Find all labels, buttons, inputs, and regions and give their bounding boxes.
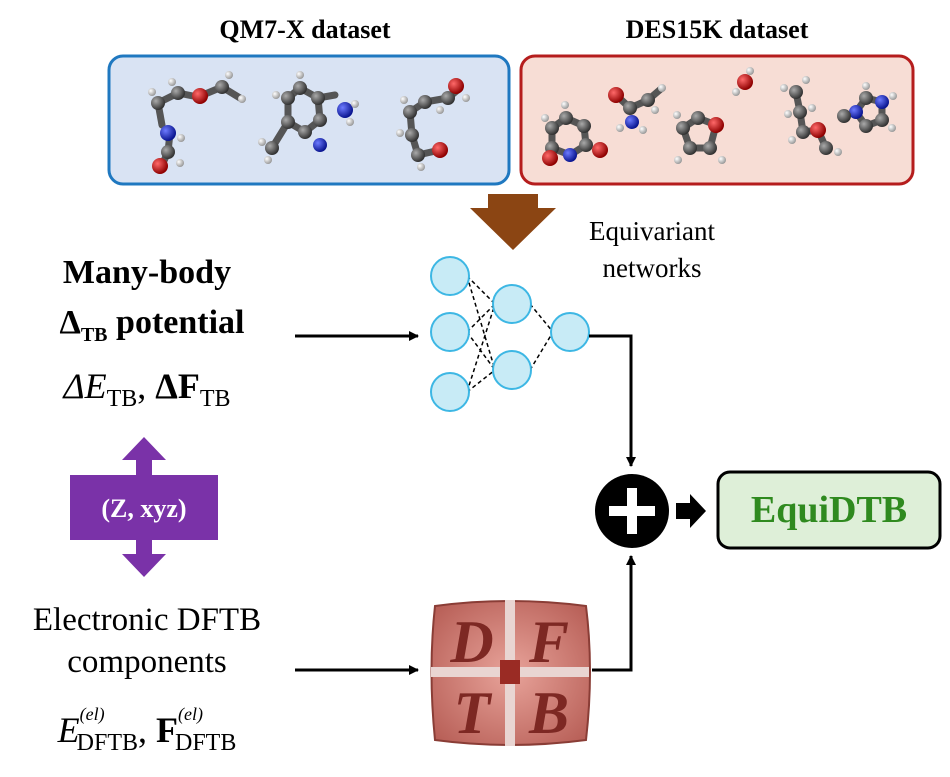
qm7x-title: QM7-X dataset — [219, 15, 390, 44]
input-double-arrow — [70, 437, 218, 577]
qm7x-molecule-2 — [258, 71, 359, 164]
des15k-molecule-3 — [673, 111, 726, 164]
potential-title-line1: Many-body — [63, 254, 231, 291]
input-label: (Z, xyz) — [101, 494, 186, 523]
dftb-logo: D F T B — [430, 600, 591, 746]
network-hidden-node-2 — [492, 350, 532, 390]
sum-plus-icon — [595, 474, 669, 548]
network-hidden-node-1 — [492, 284, 532, 324]
des15k-molecule-5 — [837, 82, 897, 133]
dftb-logo-letter-b: B — [528, 680, 569, 746]
output-label: EquiDTB — [751, 489, 907, 531]
des15k-molecule-1 — [541, 101, 608, 166]
network-caption-line2: networks — [603, 253, 702, 283]
dftb-to-sum-arrow — [592, 555, 636, 672]
des15k-molecule-4 — [780, 76, 842, 156]
network-output-node — [550, 312, 590, 352]
output-box — [716, 470, 942, 550]
des15k-water — [732, 67, 754, 96]
dftb-logo-letter-d: D — [449, 609, 493, 675]
equivariant-network — [430, 256, 590, 412]
potential-title-line2: ΔTB potential — [60, 304, 245, 346]
network-input-node-1 — [430, 256, 470, 296]
qm7x-molecule-1 — [148, 71, 246, 174]
des15k-molecule-2 — [608, 84, 666, 134]
des15k-title: DES15K dataset — [626, 15, 809, 44]
network-to-sum-arrow — [589, 334, 636, 467]
sum-to-output-arrow — [676, 494, 706, 528]
dataset-to-network-arrow — [470, 194, 556, 250]
network-input-node-3 — [430, 372, 470, 412]
dftb-logo-letter-f: F — [528, 609, 569, 675]
electronic-formula: E(el)DFTB, F(el)DFTB — [57, 704, 237, 756]
network-caption-line1: Equivariant — [589, 216, 715, 246]
qm7x-box — [107, 54, 511, 186]
dftb-logo-letter-t: T — [454, 680, 493, 746]
electronic-title-line1: Electronic DFTB — [33, 602, 261, 638]
electronic-title-line2: components — [67, 644, 226, 680]
qm7x-molecule-3 — [396, 78, 470, 171]
potential-formula: ΔETB, ΔFTB — [61, 366, 230, 412]
network-input-node-2 — [430, 312, 470, 352]
